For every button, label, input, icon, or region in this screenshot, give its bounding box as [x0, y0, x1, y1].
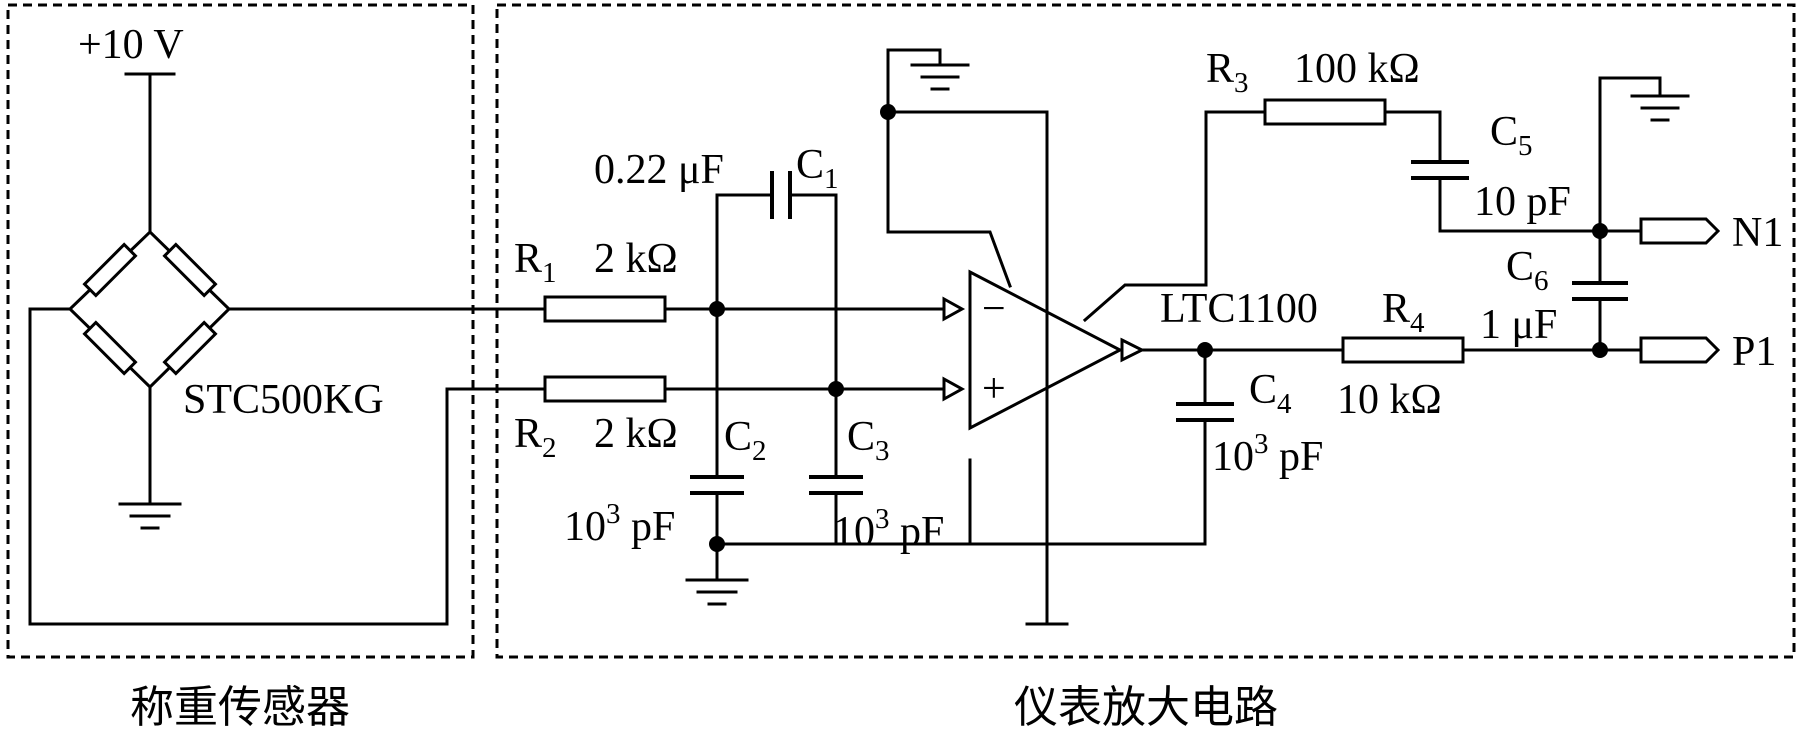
resistor-r1: [543, 295, 667, 323]
c5-value: 10 pF: [1474, 179, 1571, 225]
ground-symbol: [1630, 94, 1690, 122]
capacitor-c3: [809, 475, 863, 495]
c2-label: C2: [724, 414, 767, 467]
c4-value: 103 pF: [1212, 428, 1323, 480]
output-connector-p1: [1639, 336, 1721, 364]
amplifier-section-caption: 仪表放大电路: [1014, 682, 1278, 733]
junction-dot: [880, 104, 896, 120]
resistor-r3: [1263, 98, 1387, 126]
n1-label: N1: [1732, 210, 1783, 256]
c5-label: C5: [1490, 109, 1533, 162]
junction-dot: [1592, 223, 1608, 239]
resistor-r4: [1341, 336, 1465, 364]
junction-dot: [828, 381, 844, 397]
c3-label: C3: [847, 414, 890, 467]
output-connector-n1: [1639, 217, 1721, 245]
r4-label: R4: [1382, 286, 1425, 339]
capacitor-c6: [1572, 281, 1628, 301]
sensor-section-box: [6, 3, 475, 659]
capacitor-c4: [1176, 402, 1234, 422]
capacitor-c1: [770, 171, 792, 219]
c1-label: C1: [796, 142, 839, 195]
sensor-model-label: STC500KG: [183, 377, 384, 423]
junction-dot: [1592, 342, 1608, 358]
r2-label: R2: [514, 411, 557, 464]
output-arrow: [1120, 337, 1146, 363]
strain-gauge-bridge: [67, 229, 232, 390]
r2-value: 2 kΩ: [594, 411, 678, 457]
c6-value: 1 μF: [1480, 302, 1557, 348]
supply-label: +10 V: [78, 22, 184, 68]
c3-value: 103 pF: [833, 503, 944, 555]
amplifier-section-box: [495, 3, 1796, 659]
r1-label: R1: [514, 236, 557, 289]
capacitor-c5: [1411, 160, 1469, 180]
c4-label: C4: [1249, 367, 1292, 420]
ground-symbol: [685, 578, 749, 606]
r4-value: 10 kΩ: [1337, 377, 1442, 423]
ground-symbol: [118, 502, 182, 530]
sensor-section-caption: 称重传感器: [130, 682, 350, 733]
noninverting-input-sign: +: [982, 366, 1006, 412]
input-arrow-inverting: [942, 296, 966, 322]
c1-value: 0.22 μF: [594, 147, 724, 193]
resistor-r2: [543, 375, 667, 403]
ground-symbol: [910, 63, 970, 91]
r3-value: 100 kΩ: [1294, 46, 1420, 92]
r3-label: R3: [1206, 46, 1249, 99]
c2-value: 103 pF: [564, 498, 675, 550]
inverting-input-sign: −: [982, 286, 1006, 332]
junction-dot: [709, 301, 725, 317]
op-amp-model-label: LTC1100: [1160, 286, 1318, 332]
capacitor-c2: [690, 475, 744, 495]
c6-label: C6: [1506, 244, 1549, 297]
junction-dot: [1197, 342, 1213, 358]
input-arrow-noninverting: [942, 376, 966, 402]
op-amp-ltc1100: [968, 269, 1124, 431]
junction-dot: [709, 536, 725, 552]
p1-label: P1: [1732, 329, 1776, 375]
r1-value: 2 kΩ: [594, 236, 678, 282]
